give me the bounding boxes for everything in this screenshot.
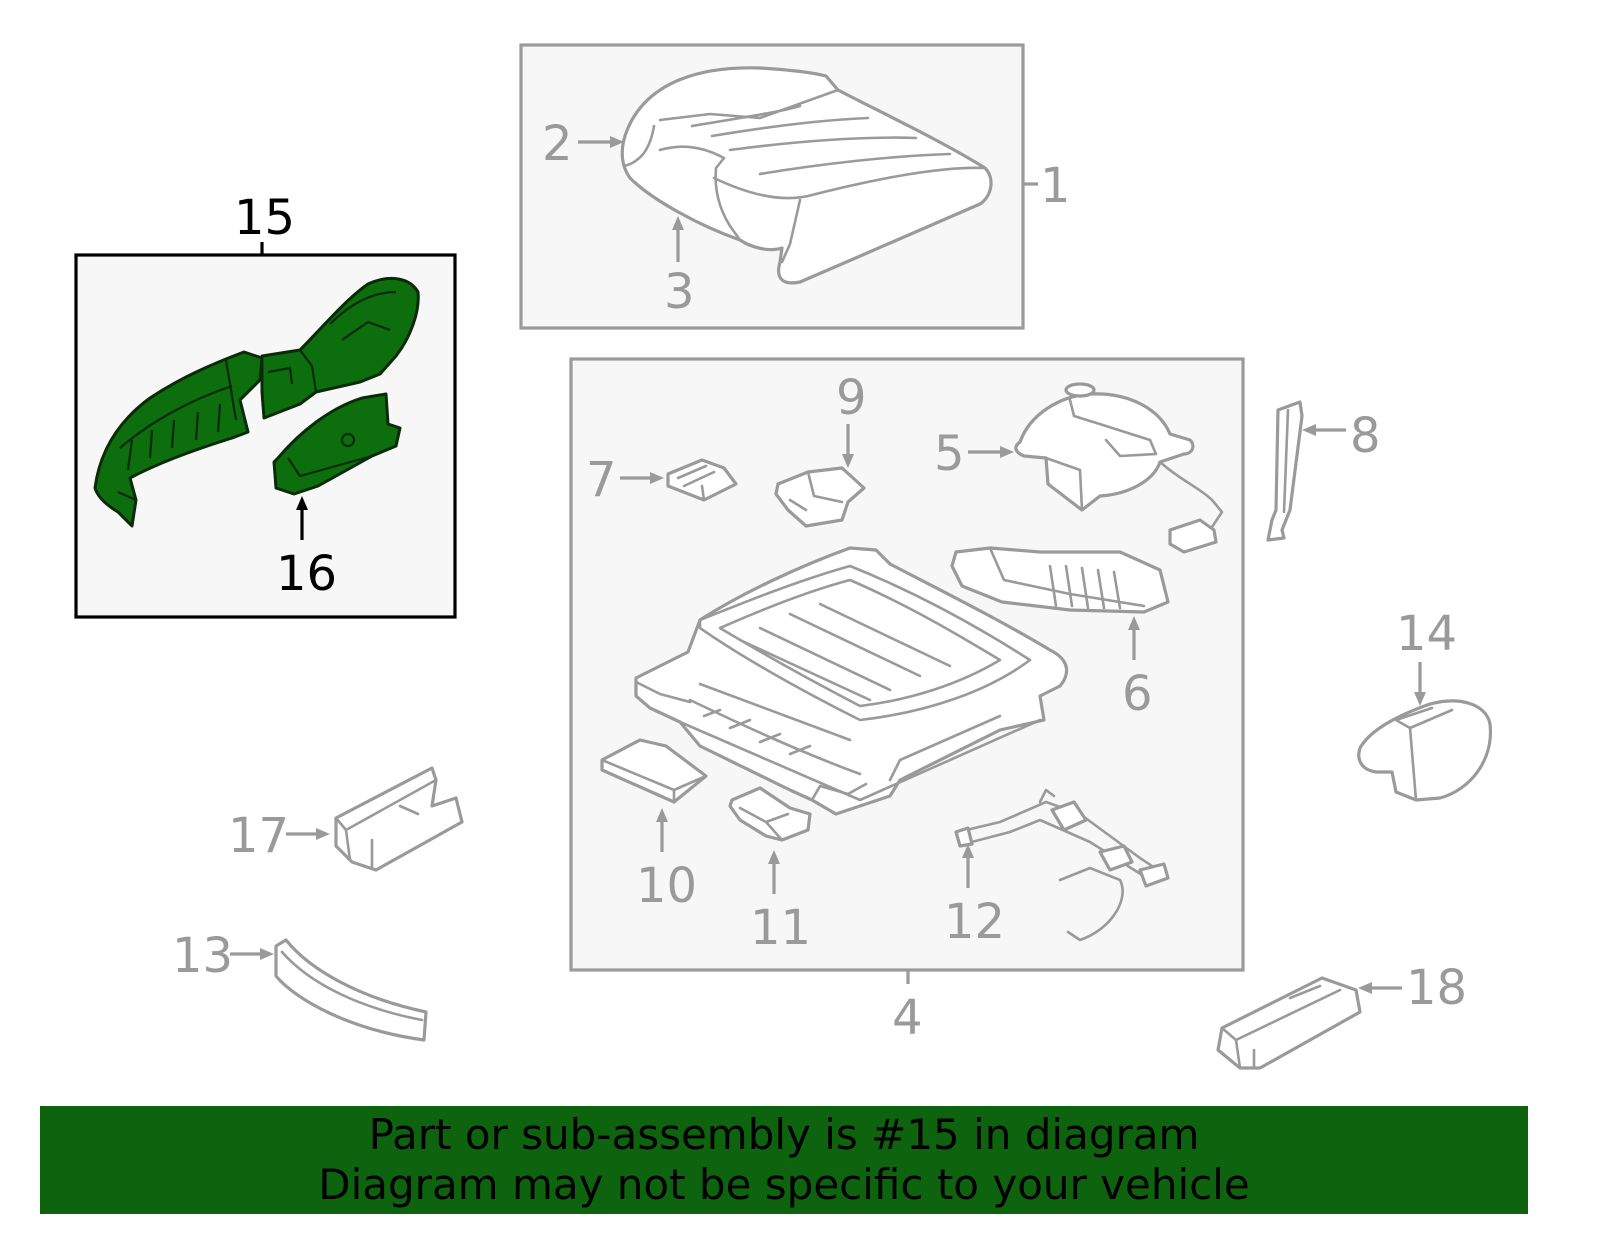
sensor-part-9 xyxy=(774,466,866,528)
callout-18: 18 xyxy=(1406,960,1467,1016)
callout-8: 8 xyxy=(1350,408,1381,464)
callout-10: 10 xyxy=(636,858,697,914)
seat-cushion-part xyxy=(620,66,993,285)
banner-line-1: Part or sub-assembly is #15 in diagram xyxy=(368,1110,1200,1159)
callout-5: 5 xyxy=(934,426,965,482)
trim-strip-part-8 xyxy=(1266,400,1304,542)
cover-part-6 xyxy=(950,546,1170,614)
callout-7: 7 xyxy=(586,452,617,508)
callout-9: 9 xyxy=(836,370,867,426)
callout-2: 2 xyxy=(542,116,573,172)
knob-cover-part-14 xyxy=(1357,699,1493,802)
bracket-part-7 xyxy=(666,458,738,502)
info-banner: Part or sub-assembly is #15 in diagram D… xyxy=(40,1106,1528,1214)
callout-4: 4 xyxy=(892,990,923,1046)
seat-frame-part xyxy=(634,546,1069,816)
callout-3: 3 xyxy=(664,264,695,320)
callout-12: 12 xyxy=(944,894,1005,950)
rail-cover-part-17 xyxy=(334,766,464,872)
callout-1: 1 xyxy=(1040,158,1071,214)
callout-16: 16 xyxy=(276,546,337,602)
callout-14: 14 xyxy=(1396,606,1457,662)
callout-6: 6 xyxy=(1122,666,1153,722)
motor-part-5 xyxy=(1014,382,1224,554)
callout-17: 17 xyxy=(228,808,289,864)
switch-part-11 xyxy=(728,786,812,842)
moulding-part-13 xyxy=(274,938,428,1042)
callout-15: 15 xyxy=(234,190,295,246)
seat-side-trim-part-15 xyxy=(93,276,420,528)
banner-line-2: Diagram may not be specific to your vehi… xyxy=(318,1160,1250,1209)
callout-13: 13 xyxy=(172,928,233,984)
callout-11: 11 xyxy=(750,900,811,956)
rail-cover-part-18 xyxy=(1216,976,1362,1070)
wire-harness-part-12 xyxy=(954,788,1170,942)
module-part-10 xyxy=(600,738,708,804)
